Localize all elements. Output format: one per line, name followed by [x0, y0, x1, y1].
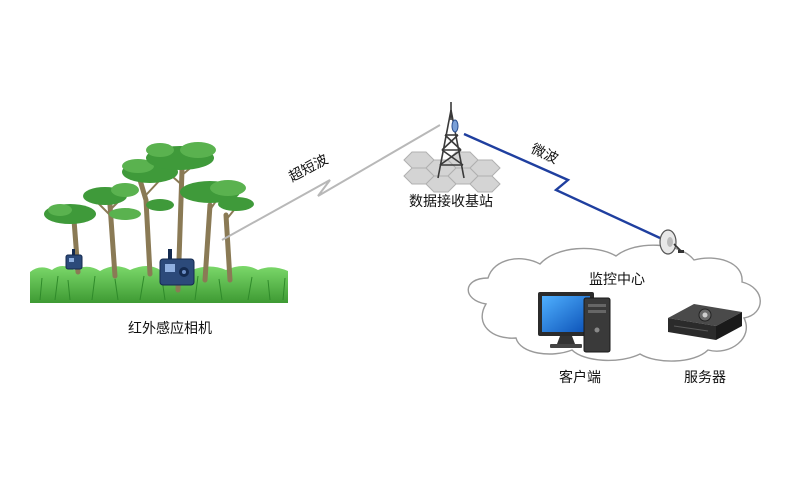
tree-group	[44, 142, 254, 293]
monitor-center-label: 监控中心	[589, 272, 645, 288]
camera-small	[65, 249, 83, 270]
cloud-outline	[467, 244, 761, 362]
microwave-line	[463, 132, 661, 240]
camera-large	[159, 249, 195, 286]
tower-dish-icon	[451, 119, 459, 133]
forest-scene: 红外感应相机	[30, 142, 288, 337]
camera-label: 红外感应相机	[128, 320, 212, 337]
shortwave-link: 超短波	[221, 124, 441, 241]
client-computer-icon	[538, 292, 611, 353]
base-station-label: 数据接收基站	[409, 193, 493, 210]
monitor-center: 监控中心 客户端 服务器	[467, 229, 761, 386]
satellite-dish-icon	[659, 229, 684, 255]
client-label: 客户端	[559, 369, 601, 386]
tree-canopies	[44, 142, 254, 224]
base-station: 数据接收基站	[403, 102, 501, 210]
shortwave-label: 超短波	[286, 152, 331, 186]
grass-strip	[30, 266, 288, 303]
grass-blades	[39, 275, 286, 301]
server-label: 服务器	[684, 370, 726, 386]
shortwave-line	[221, 124, 441, 241]
server-icon	[668, 304, 742, 340]
